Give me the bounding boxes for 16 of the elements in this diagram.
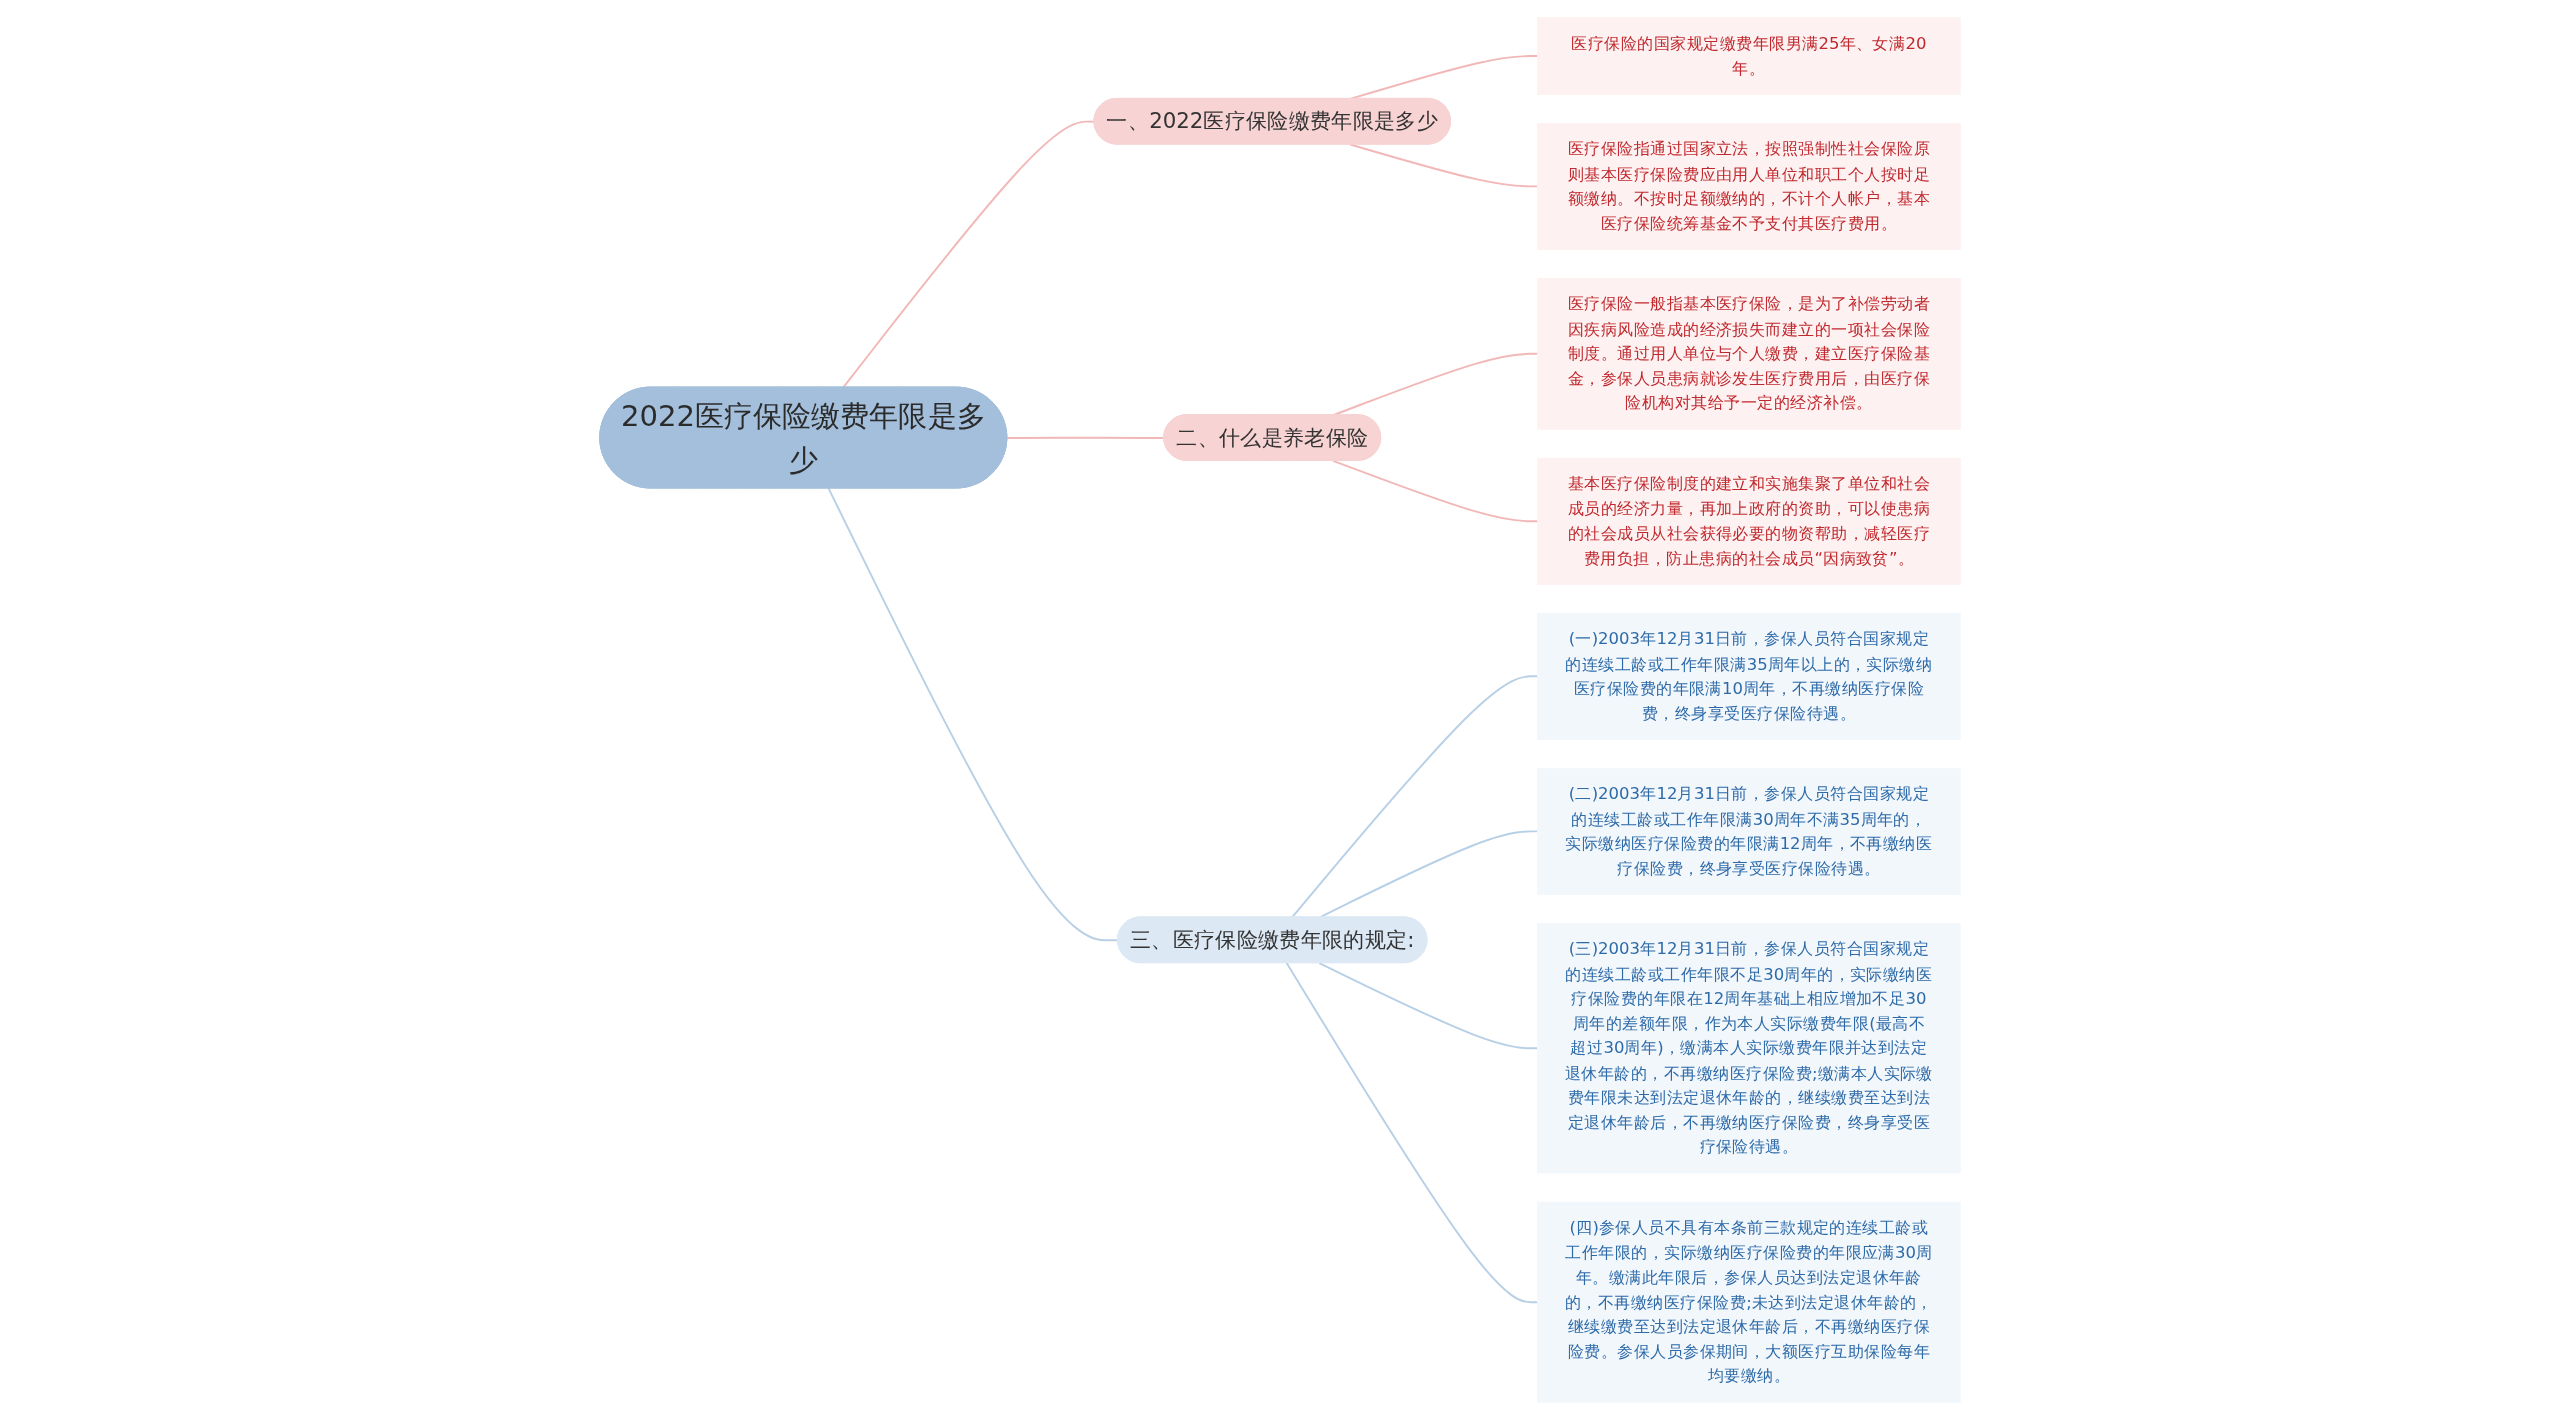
node-box: 医疗保险一般指基本医疗保险，是为了补偿劳动者因疾病风险造成的经济损失而建立的一项社会保险制度。通过用人单位与个人缴费，建立医疗保险基金，参保人员患病就诊发生医疗费用后，由医疗保险机构对其给予一定的经济补偿。 — [1537, 278, 1961, 430]
connector — [1290, 675, 1539, 919]
connector — [827, 487, 1119, 942]
node-box: (三)2003年12月31日前，参保人员符合国家规定的连续工龄或工作年限不足30周年的，实际缴纳医疗保险费的年限在12周年基础上相应增加不足30周年的差额年限，作为本人实际缴费年限(最高不超过30周年)，缴满本人实际缴费年限并达到法定退休年龄的，不再缴纳医疗保险费;缴满本人实际缴费年限未达到法定退休年龄的，继续缴费至达到法定退休年龄后，不再缴纳医疗保险费，终身享受医疗保险待遇。 — [1537, 922, 1961, 1174]
node-box: 医疗保险的国家规定缴费年限男满25年、女满20年。 — [1537, 17, 1961, 95]
node-box: (四)参保人员不具有本条前三款规定的连续工龄或工作年限的，实际缴纳医疗保险费的年限应满30周年。缴满此年限后，参保人员达到法定退休年龄的，不再缴纳医疗保险费;未达到法定退休年龄的，继续缴费至达到法定退休年龄后，不再缴纳医疗保险费。参保人员参保期间，大额医疗互助保险每年均要缴纳。 — [1537, 1201, 1961, 1403]
connector — [1318, 830, 1539, 919]
node-box: (二)2003年12月31日前，参保人员符合国家规定的连续工龄或工作年限满30周年不满35周年的，实际缴纳医疗保险费的年限满12周年，不再缴纳医疗保险费，终身享受医疗保险待遇。 — [1537, 767, 1961, 895]
node-box: 基本医疗保险制度的建立和实施集聚了单位和社会成员的经济力量，再加上政府的资助，可以使患病的社会成员从社会获得必要的物资帮助，减轻医疗费用负担，防止患病的社会成员“因病致贫”。 — [1537, 457, 1961, 585]
connector — [1285, 962, 1539, 1304]
connector — [1332, 459, 1539, 523]
node-box: 医疗保险指通过国家立法，按照强制性社会保险原则基本医疗保险费应由用人单位和职工个人按时足额缴纳。不按时足额缴纳的，不计个人帐户，基本医疗保险统筹基金不予支付其医疗费用。 — [1537, 122, 1961, 250]
connector — [1318, 962, 1539, 1050]
connector — [842, 120, 1096, 389]
node-box: (一)2003年12月31日前，参保人员符合国家规定的连续工龄或工作年限满35周年以上的，实际缴纳医疗保险费的年限满10周年，不再缴纳医疗保险费，终身享受医疗保险待遇。 — [1537, 612, 1961, 740]
connector — [1349, 143, 1539, 188]
